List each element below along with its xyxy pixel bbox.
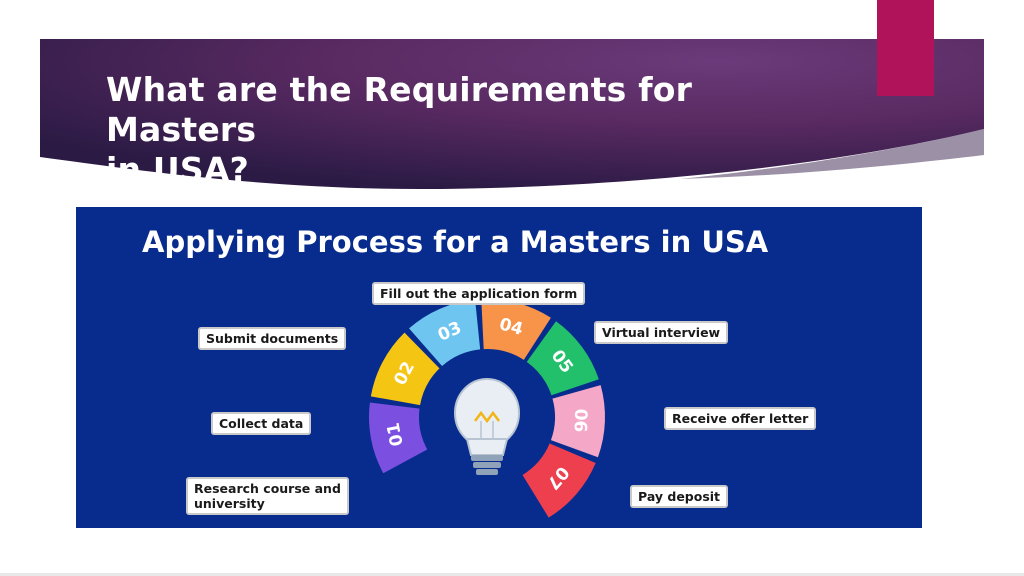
step-label-07: Pay deposit — [630, 485, 729, 508]
bottom-rule — [0, 573, 1024, 576]
wheel-segment-02 — [370, 332, 440, 406]
step-label-01: Research course and university — [186, 477, 349, 515]
accent-tab — [877, 0, 934, 96]
step-label-02: Collect data — [211, 412, 312, 435]
slide-title: What are the Requirements for Masters in… — [106, 70, 693, 189]
infographic-image: Applying Process for a Masters in USA 01… — [76, 207, 922, 528]
step-label-04: Fill out the application form — [372, 282, 586, 305]
step-number-06: 06 — [569, 408, 590, 432]
title-band — [40, 39, 984, 199]
wheel-segment-03 — [409, 299, 481, 366]
wheel-segment-04 — [481, 299, 551, 360]
step-label-03: Submit documents — [198, 327, 347, 350]
step-number-01: 01 — [384, 421, 408, 448]
wheel-segment-07 — [522, 443, 596, 518]
wheel-segment-05 — [526, 321, 599, 396]
title-band-shape — [40, 39, 984, 189]
infographic-heading: Applying Process for a Masters in USA — [142, 225, 769, 259]
step-label-05: Virtual interview — [594, 321, 729, 344]
wheel-segment-01 — [369, 402, 428, 474]
lightbulb-icon — [454, 378, 520, 475]
wheel-segment-06 — [550, 385, 605, 458]
step-label-06: Receive offer letter — [664, 407, 817, 430]
